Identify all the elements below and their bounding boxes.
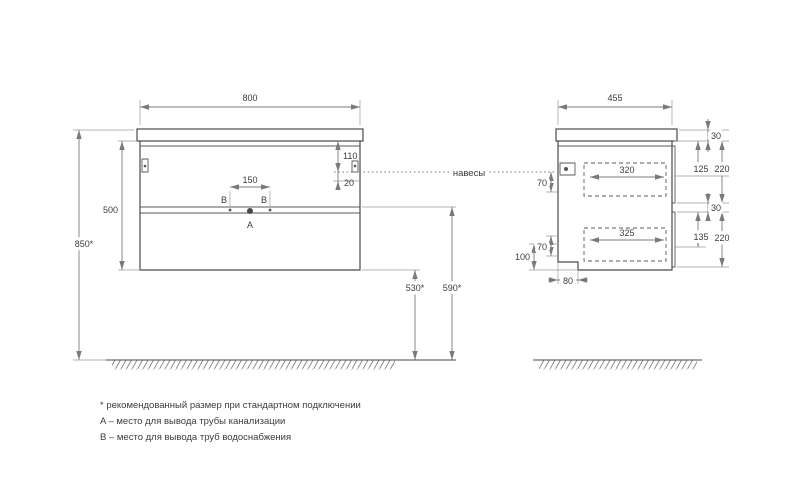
dim-110-label: 110: [343, 151, 357, 161]
floor: [106, 359, 702, 370]
side-view: [555, 128, 678, 271]
dim-125-label: 125: [693, 164, 708, 174]
floor-hatch-left: [112, 360, 395, 370]
side-countertop: [555, 128, 678, 142]
side-body-outline: [557, 141, 673, 271]
hanger-dot-right-icon: [353, 164, 357, 168]
label-b-right: B: [261, 195, 267, 205]
footnote-b: B – место для вывода труб водоснабжения: [100, 432, 291, 443]
dim-530-label: 530*: [406, 283, 425, 293]
water-point-left: [228, 208, 232, 212]
hanger-dot-left-icon: [143, 164, 147, 168]
dim-70-top-label: 70: [537, 178, 547, 188]
side-dimensions: 455 320 325 70 70 100 80 30 125 220 30 1…: [511, 93, 733, 290]
dim-depth-label: 455: [607, 93, 622, 103]
label-a: A: [247, 220, 253, 230]
footnote-a: A – место для вывода трубы канализации: [100, 416, 285, 427]
dim-70-bottom-label: 70: [537, 242, 547, 252]
front-view: [136, 128, 364, 271]
dim-150-label: 150: [242, 175, 257, 185]
hangers-callout: навесы: [334, 165, 556, 183]
dim-height-body: 500: [103, 205, 118, 215]
footnote-asterisk: * рекомендованный размер при стандартном…: [100, 400, 361, 411]
dim-height-total: 850*: [75, 239, 94, 249]
footnotes: * рекомендованный размер при стандартном…: [100, 400, 361, 443]
front-countertop: [136, 128, 364, 142]
dim-30-top-label: 30: [711, 131, 721, 141]
water-point-right: [268, 208, 272, 212]
dim-20-label: 20: [344, 178, 354, 188]
side-extension-lines: [529, 100, 729, 284]
side-drawer-boxes: [583, 162, 667, 262]
front-extension-lines: [73, 100, 456, 361]
dim-220-bottom-label: 220: [714, 233, 729, 243]
drain-outlet-point: [247, 208, 253, 214]
dim-100-label: 100: [515, 252, 530, 262]
side-hanger-dot-icon: [564, 167, 568, 171]
dim-590-label: 590*: [443, 283, 462, 293]
dim-30-mid-label: 30: [711, 203, 721, 213]
front-body-outline: [139, 141, 361, 271]
hangers-label: навесы: [453, 168, 486, 179]
side-hanger-bracket-icon: [559, 162, 576, 176]
hanger-bracket-icons: [141, 158, 359, 173]
dim-135-label: 135: [693, 232, 708, 242]
front-dimensions: 800 850* 500 110 20 150 B B A 590* 530*: [71, 93, 465, 361]
label-b-left: B: [221, 195, 227, 205]
floor-hatch-right: [539, 360, 697, 370]
side-drawer-fronts: [558, 145, 676, 268]
dim-325-label: 325: [619, 228, 634, 238]
dim-front-width: 800: [242, 93, 257, 103]
dim-220-top-label: 220: [714, 164, 729, 174]
dim-80-label: 80: [563, 276, 573, 286]
dim-320-label: 320: [619, 165, 634, 175]
